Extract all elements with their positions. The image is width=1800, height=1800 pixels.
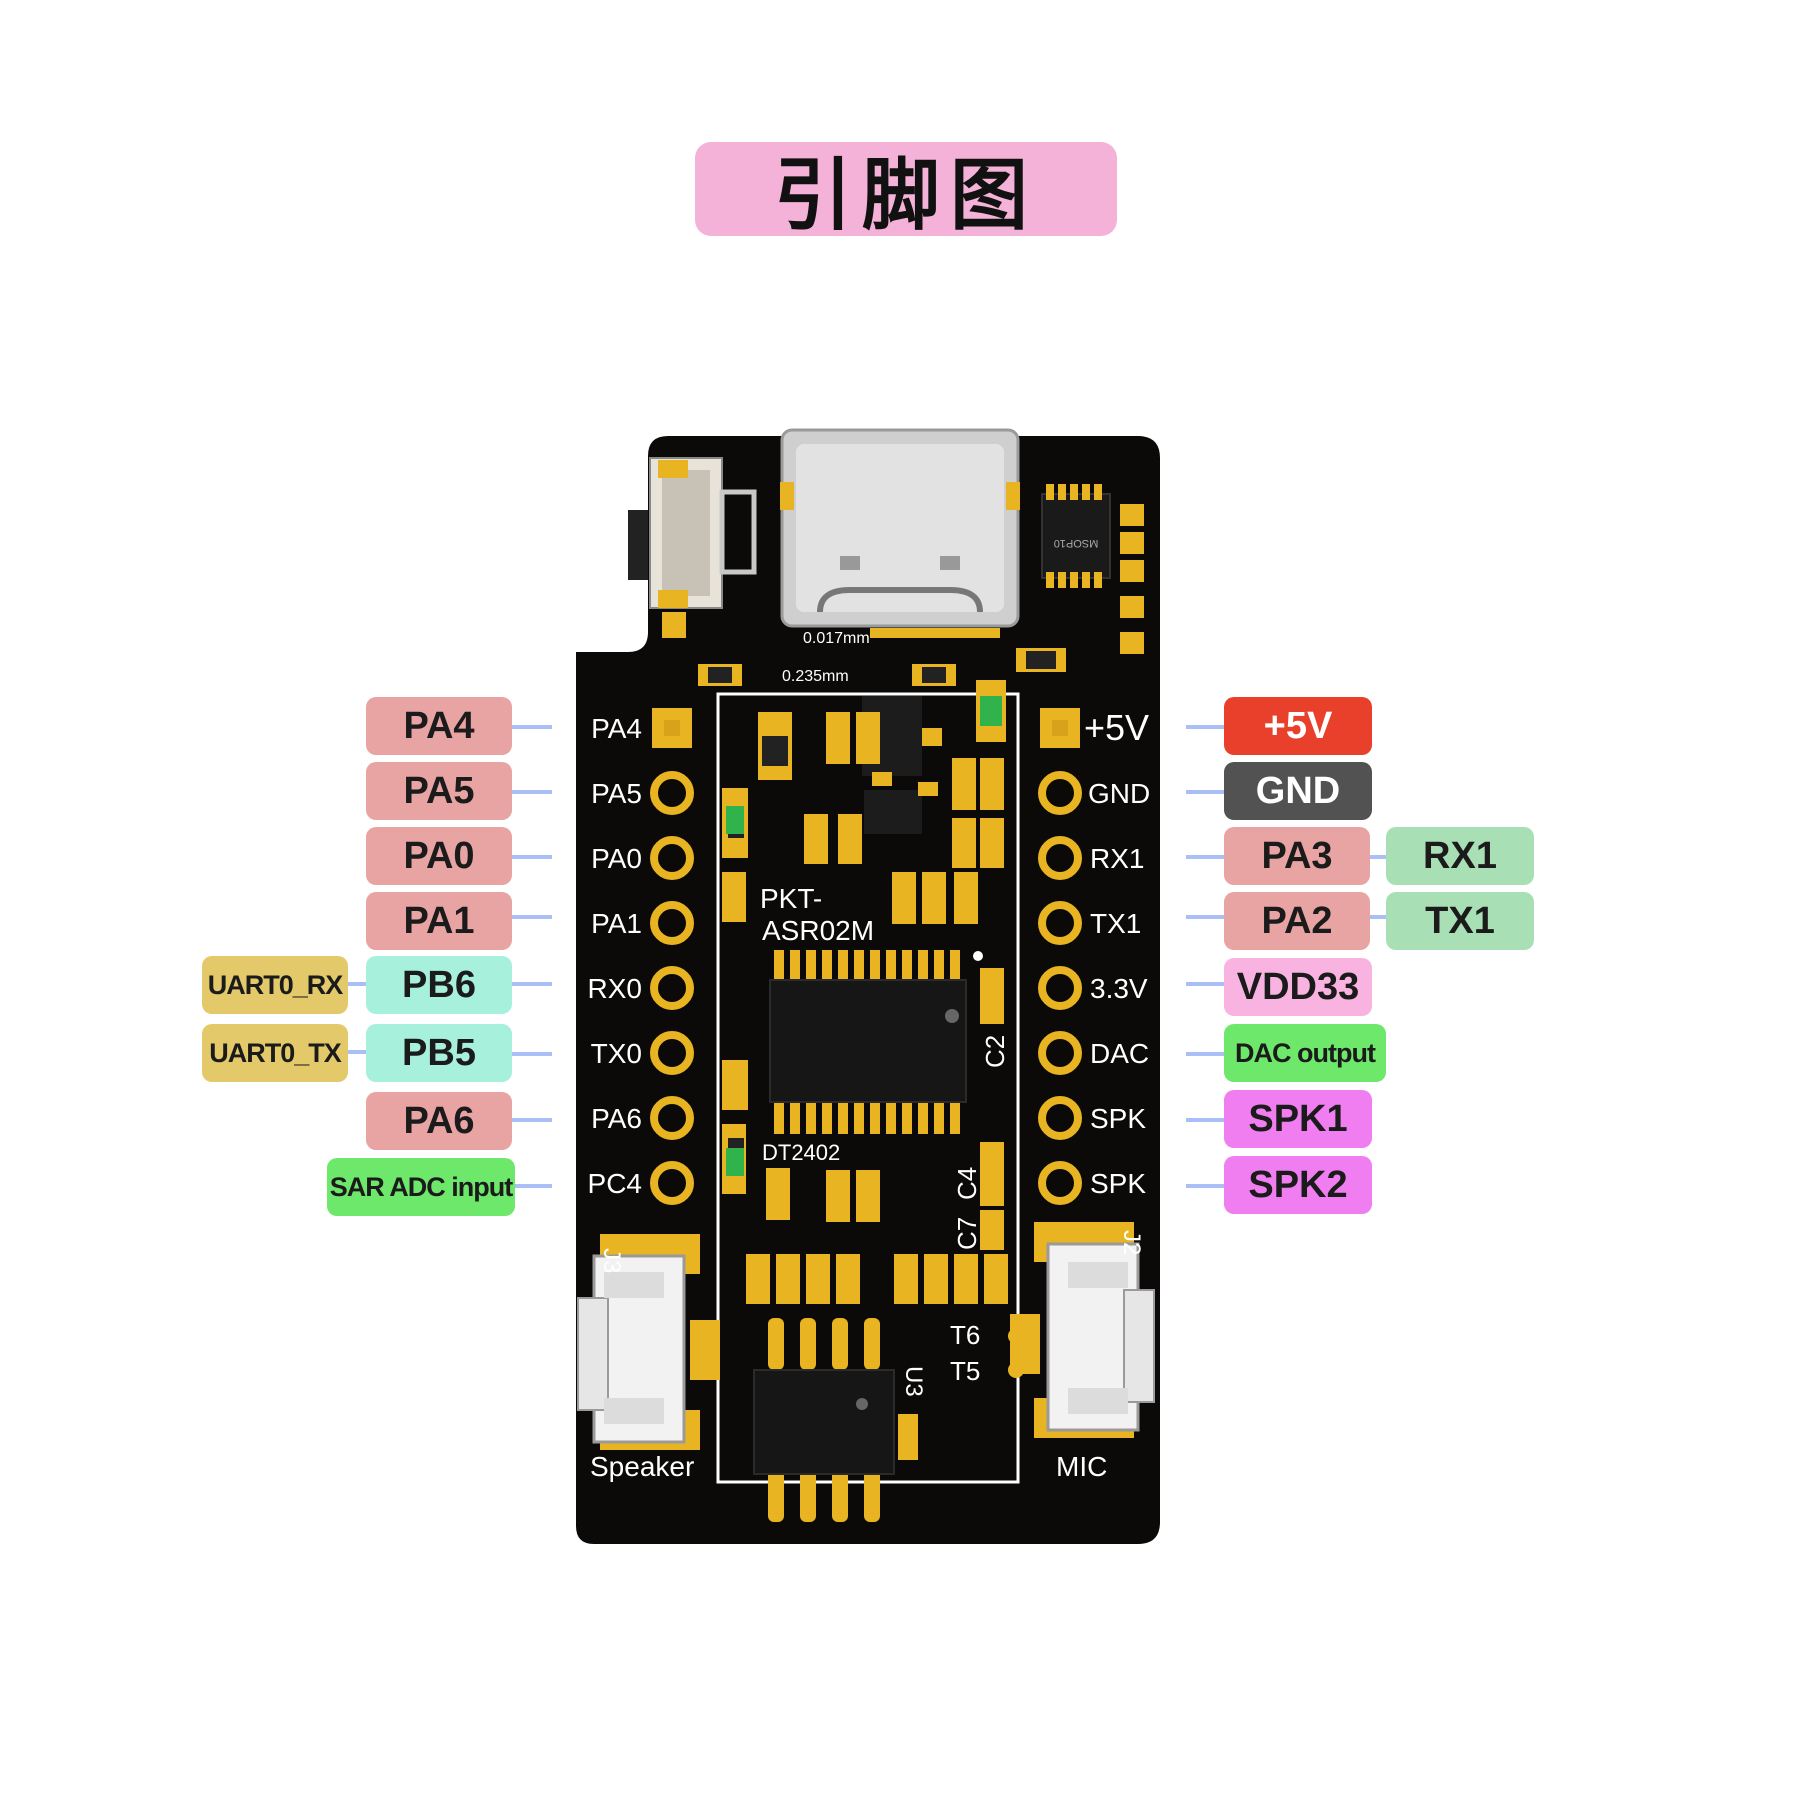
left-pin-label: PA6 [591, 1103, 642, 1134]
connector-line [1186, 915, 1224, 919]
left-pin-label: PA0 [591, 843, 642, 874]
left-pin-label: RX0 [588, 973, 642, 1004]
left-header [650, 708, 694, 1205]
right-pin-label: TX1 [1090, 908, 1141, 939]
chip-label: DT2402 [762, 1140, 840, 1165]
usb-label-1: 0.017mm [803, 630, 870, 647]
module-label-2: ASR02M [762, 915, 874, 946]
connector-line [1186, 790, 1224, 794]
c7-label: C7 [952, 1217, 982, 1250]
t6-label: T6 [950, 1320, 980, 1350]
mic-label: MIC [1056, 1451, 1107, 1482]
right-pin-tag-5v: +5V [1224, 697, 1372, 755]
left-pin-label: PA4 [591, 713, 642, 744]
connector-line [512, 725, 552, 729]
connector-line [1186, 1184, 1224, 1188]
connector-line [512, 855, 552, 859]
left-pin-tag-pb5: PB5 [366, 1024, 512, 1082]
connector-line [1186, 1052, 1224, 1056]
connector-line [1186, 982, 1224, 986]
connector-line [512, 1118, 552, 1122]
speaker-label: Speaker [590, 1451, 694, 1482]
module-label-1: PKT- [760, 883, 822, 914]
side-switch-component [628, 457, 757, 638]
right-pin-label: SPK [1090, 1103, 1146, 1134]
left-pin-tag-pb6: PB6 [366, 956, 512, 1014]
rx1-tag: RX1 [1386, 827, 1534, 885]
u3-label: U3 [900, 1366, 927, 1397]
msop-ic [1041, 484, 1111, 588]
connector-line [1186, 855, 1224, 859]
smd-resistors-top [698, 648, 1066, 686]
right-pin-label: SPK [1090, 1168, 1146, 1199]
usb-c-connector [780, 428, 1020, 638]
j3-label: J3 [598, 1248, 625, 1273]
left-pin-label: PA5 [591, 778, 642, 809]
connector-line [512, 915, 552, 919]
right-pin-label: 3.3V [1090, 973, 1148, 1004]
c4-label: C4 [952, 1167, 982, 1200]
right-pin-label: +5V [1084, 707, 1149, 748]
connector-line [512, 1184, 552, 1188]
right-pin-tag-pa2: PA2 [1224, 892, 1370, 950]
uart0-rx-tag: UART0_RX [202, 956, 348, 1014]
right-pin-tag-gnd: GND [1224, 762, 1372, 820]
left-pin-tag-pa1: PA1 [366, 892, 512, 950]
right-pin-label: DAC [1090, 1038, 1149, 1069]
transistor-block [862, 696, 942, 834]
connector-line [1370, 855, 1386, 859]
right-pin-tag-spk2: SPK2 [1224, 1156, 1372, 1214]
right-header [1038, 708, 1082, 1205]
connector-line [1186, 725, 1224, 729]
u3-chip [753, 1318, 918, 1522]
j2-label: J2 [1118, 1230, 1145, 1255]
right-pin-tag-pa3: PA3 [1224, 827, 1370, 885]
connector-line [348, 1050, 366, 1054]
connector-line [1186, 1118, 1224, 1122]
connector-line [1370, 915, 1386, 919]
right-pin-label: GND [1088, 778, 1150, 809]
right-pin-tag-vdd33: VDD33 [1224, 958, 1372, 1016]
connector-line [512, 790, 552, 794]
right-pin-tag-spk1: SPK1 [1224, 1090, 1372, 1148]
usb-label-2: 0.235mm [782, 668, 849, 685]
page-title: 引脚图 [695, 142, 1117, 241]
left-pin-label: PA1 [591, 908, 642, 939]
smd-components [722, 712, 1008, 1304]
uart0-tx-tag: UART0_TX [202, 1024, 348, 1082]
right-pin-label: RX1 [1090, 843, 1144, 874]
msop-label: MSOP10 [1054, 537, 1099, 549]
left-pin-tag-pa6: PA6 [366, 1092, 512, 1150]
speaker-connector [577, 1234, 720, 1450]
left-pin-label: PC4 [588, 1168, 642, 1199]
connector-line [512, 1052, 552, 1056]
c2-label: C2 [980, 1035, 1010, 1068]
t5-label: T5 [950, 1356, 980, 1386]
tx1-tag: TX1 [1386, 892, 1534, 950]
main-chip [769, 950, 983, 1134]
left-pin-tag-pa4: PA4 [366, 697, 512, 755]
left-pin-tag-sar-adc: SAR ADC input [327, 1158, 515, 1216]
left-pin-label: TX0 [591, 1038, 642, 1069]
connector-line [512, 982, 552, 986]
left-pin-tag-pa0: PA0 [366, 827, 512, 885]
resistor-column [1120, 504, 1144, 654]
connector-line [348, 982, 366, 986]
left-pin-tag-pa5: PA5 [366, 762, 512, 820]
right-pin-tag-dac-output: DAC output [1224, 1024, 1386, 1082]
mic-connector [1010, 1222, 1155, 1438]
